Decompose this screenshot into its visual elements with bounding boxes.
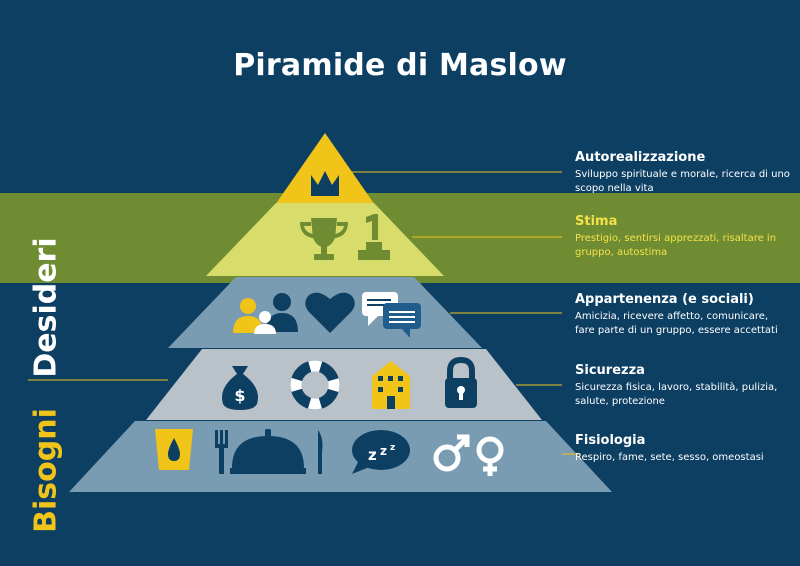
crown-icon bbox=[311, 171, 339, 196]
svg-text:z: z bbox=[390, 443, 395, 453]
svg-text:z: z bbox=[380, 444, 387, 458]
money-bag-icon: $ bbox=[221, 366, 259, 410]
level-sicurezza: Sicurezza Sicurezza fisica, lavoro, stab… bbox=[575, 363, 790, 409]
tier-fisiologia bbox=[69, 421, 612, 492]
pyramid-diagram: $ bbox=[0, 133, 800, 492]
level-stima: Stima Prestigio, sentirsi apprezzati, ri… bbox=[575, 214, 790, 260]
level-title: Sicurezza bbox=[575, 363, 645, 378]
house-icon bbox=[372, 361, 410, 409]
heart-icon bbox=[305, 292, 355, 333]
podium-icon bbox=[358, 214, 390, 260]
connector-lines bbox=[28, 171, 580, 455]
food-dish-icon bbox=[215, 429, 323, 474]
bisogni-label: Bisogni bbox=[28, 408, 64, 533]
gender-symbols-icon bbox=[433, 434, 504, 476]
level-autorealizzazione: Autorealizzazione Sviluppo spirituale e … bbox=[575, 150, 790, 196]
svg-text:$: $ bbox=[234, 386, 245, 405]
desideri-label: Desideri bbox=[28, 237, 64, 378]
sleep-bubble-icon: z z z bbox=[352, 430, 410, 474]
level-description: Sviluppo spirituale e morale, ricerca di… bbox=[575, 169, 790, 194]
trophy-icon bbox=[300, 218, 348, 260]
svg-text:z: z bbox=[368, 446, 377, 464]
tier-autorealizzazione bbox=[275, 133, 375, 205]
level-fisiologia: Fisiologia Respiro, fame, sete, sesso, o… bbox=[575, 433, 790, 465]
people-icon bbox=[233, 293, 298, 334]
level-description: Amicizia, ricevere affetto, comunicare, … bbox=[575, 311, 778, 336]
level-description: Sicurezza fisica, lavoro, stabilità, pul… bbox=[575, 382, 778, 407]
level-description: Respiro, fame, sete, sesso, omeostasi bbox=[575, 452, 764, 463]
padlock-icon bbox=[445, 356, 477, 408]
infographic: $ bbox=[0, 48, 800, 533]
lifebuoy-icon bbox=[290, 360, 340, 410]
glass-of-water-icon bbox=[155, 429, 193, 470]
level-title: Fisiologia bbox=[575, 433, 646, 448]
level-title: Appartenenza (e sociali) bbox=[575, 292, 754, 307]
level-title: Autorealizzazione bbox=[575, 150, 706, 165]
tier-sicurezza bbox=[146, 349, 542, 420]
page-title: Piramide di Maslow bbox=[233, 48, 567, 83]
chat-bubbles-icon bbox=[362, 292, 421, 338]
level-appartenenza: Appartenenza (e sociali) Amicizia, ricev… bbox=[575, 292, 790, 338]
level-description: Prestigio, sentirsi apprezzati, risaltar… bbox=[575, 233, 777, 258]
level-title: Stima bbox=[575, 214, 618, 229]
